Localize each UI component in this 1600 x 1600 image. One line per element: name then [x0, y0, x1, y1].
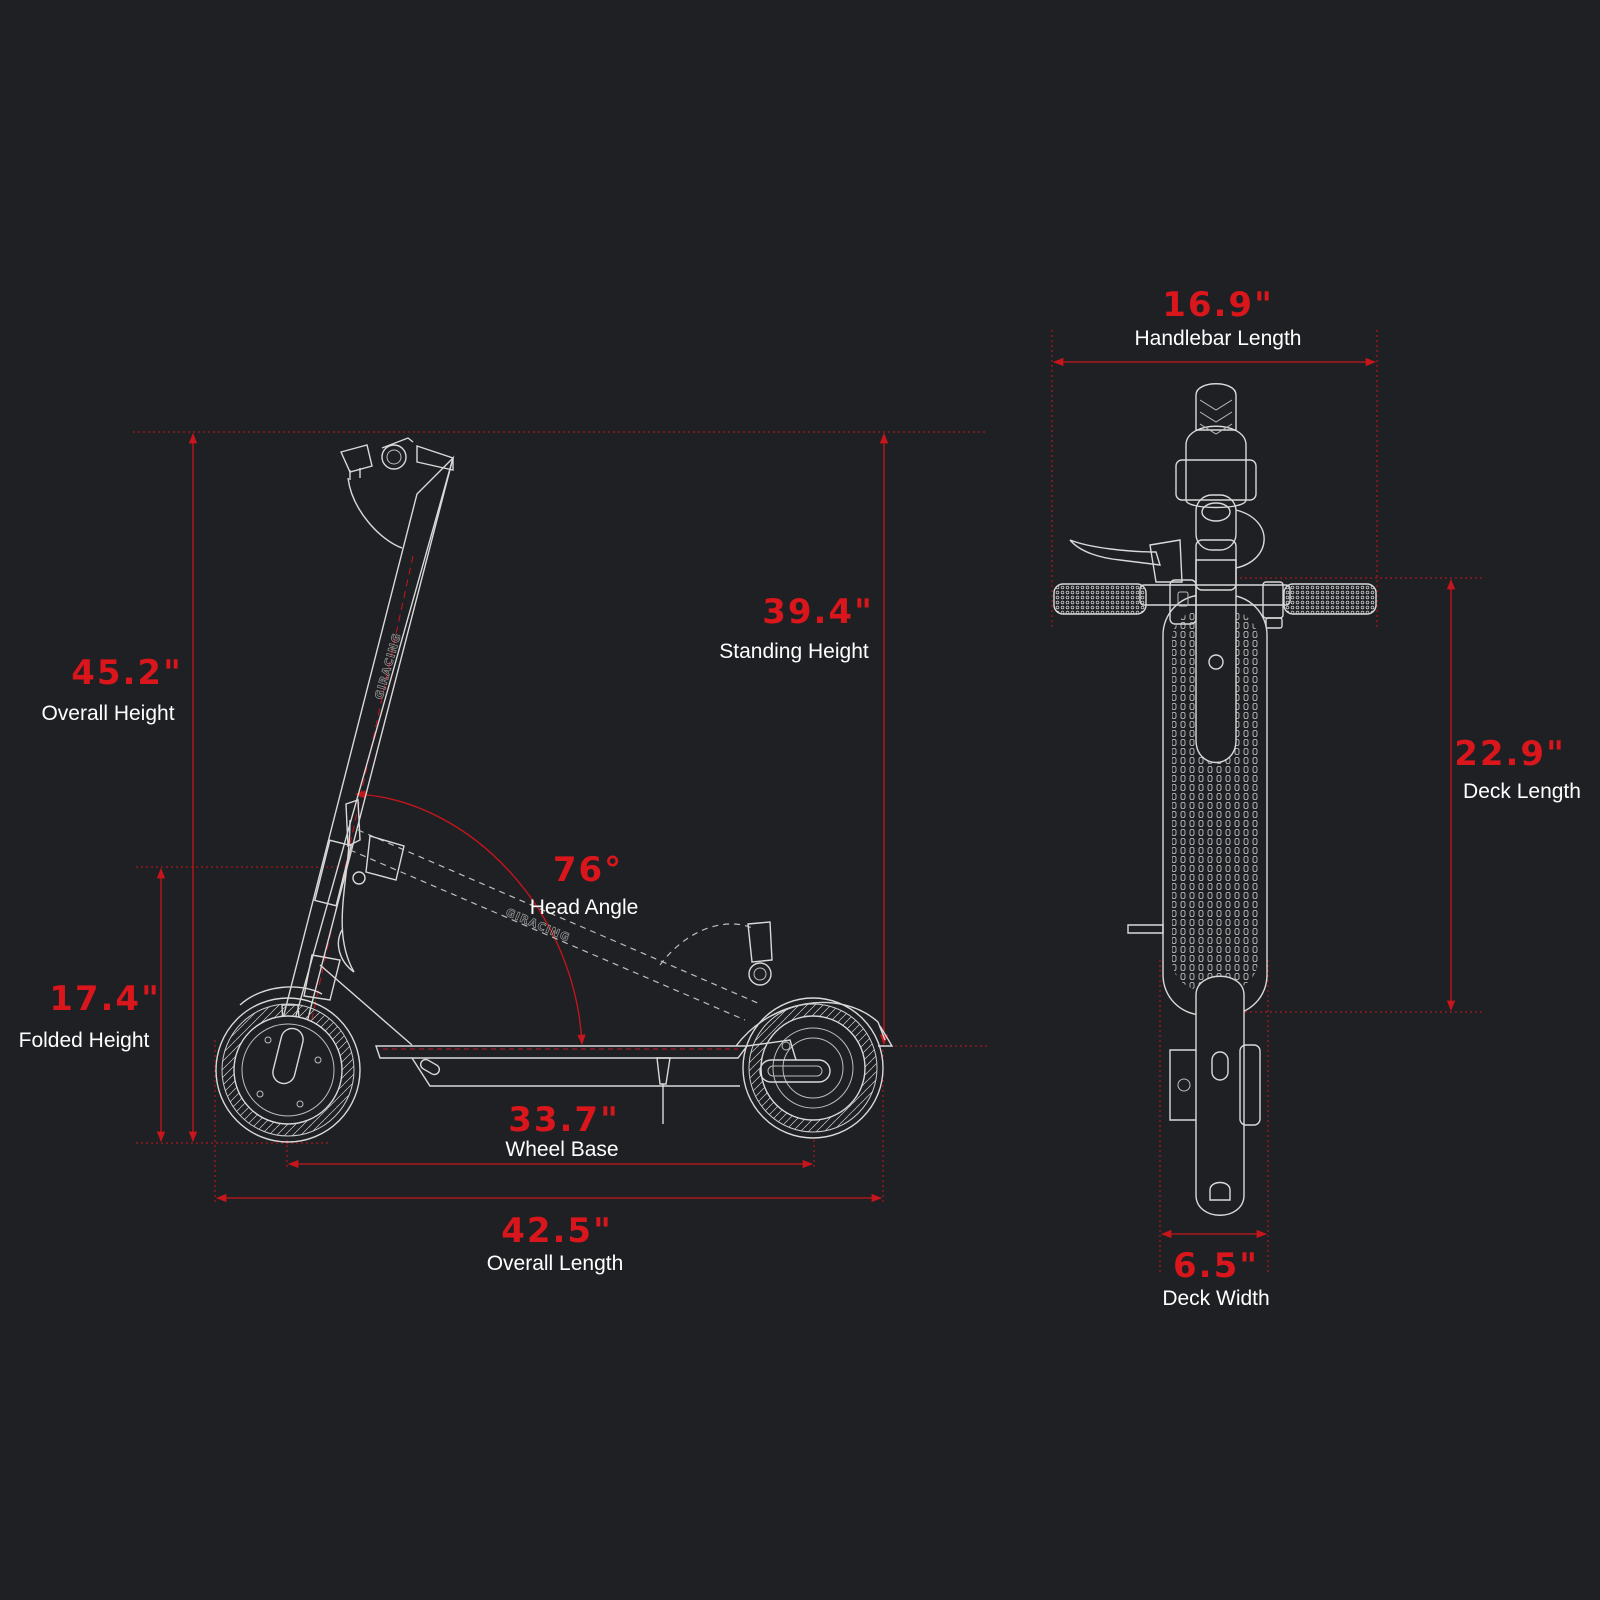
- wheel-base-label: Wheel Base: [505, 1138, 618, 1161]
- folded-height-value: 17.4": [49, 979, 161, 1019]
- overall-length-value: 42.5": [501, 1211, 613, 1251]
- overall-length-label: Overall Length: [487, 1252, 624, 1275]
- handlebar-length-label: Handlebar Length: [1135, 327, 1302, 350]
- standing-height-value: 39.4": [762, 592, 874, 632]
- side-scooter-drawing: GIRACING GIRACING: [215, 437, 894, 1143]
- head-angle-value: 76°: [553, 850, 623, 890]
- deck-width-label: Deck Width: [1162, 1287, 1269, 1310]
- top-scooter-drawing: [1053, 383, 1377, 1216]
- handlebar-length-value: 16.9": [1162, 285, 1274, 325]
- dimension-labels: 45.2" Overall Height 39.4" Standing Heig…: [19, 285, 1581, 1310]
- side-view: GIRACING GIRACING: [133, 431, 988, 1205]
- head-angle-arc: [354, 790, 586, 1046]
- folded-height-label: Folded Height: [19, 1029, 150, 1052]
- deck-width-value: 6.5": [1173, 1246, 1259, 1286]
- head-angle-label: Head Angle: [530, 896, 639, 919]
- deck-length-value: 22.9": [1454, 734, 1566, 774]
- top-reference-lines: [1051, 330, 1482, 1272]
- wheel-base-value: 33.7": [508, 1100, 620, 1140]
- overall-height-label: Overall Height: [41, 702, 174, 725]
- side-reference-lines: [133, 431, 988, 1205]
- standing-height-label: Standing Height: [719, 640, 869, 663]
- overall-height-value: 45.2": [71, 653, 183, 693]
- top-view: [1051, 330, 1482, 1272]
- deck-length-label: Deck Length: [1463, 780, 1581, 803]
